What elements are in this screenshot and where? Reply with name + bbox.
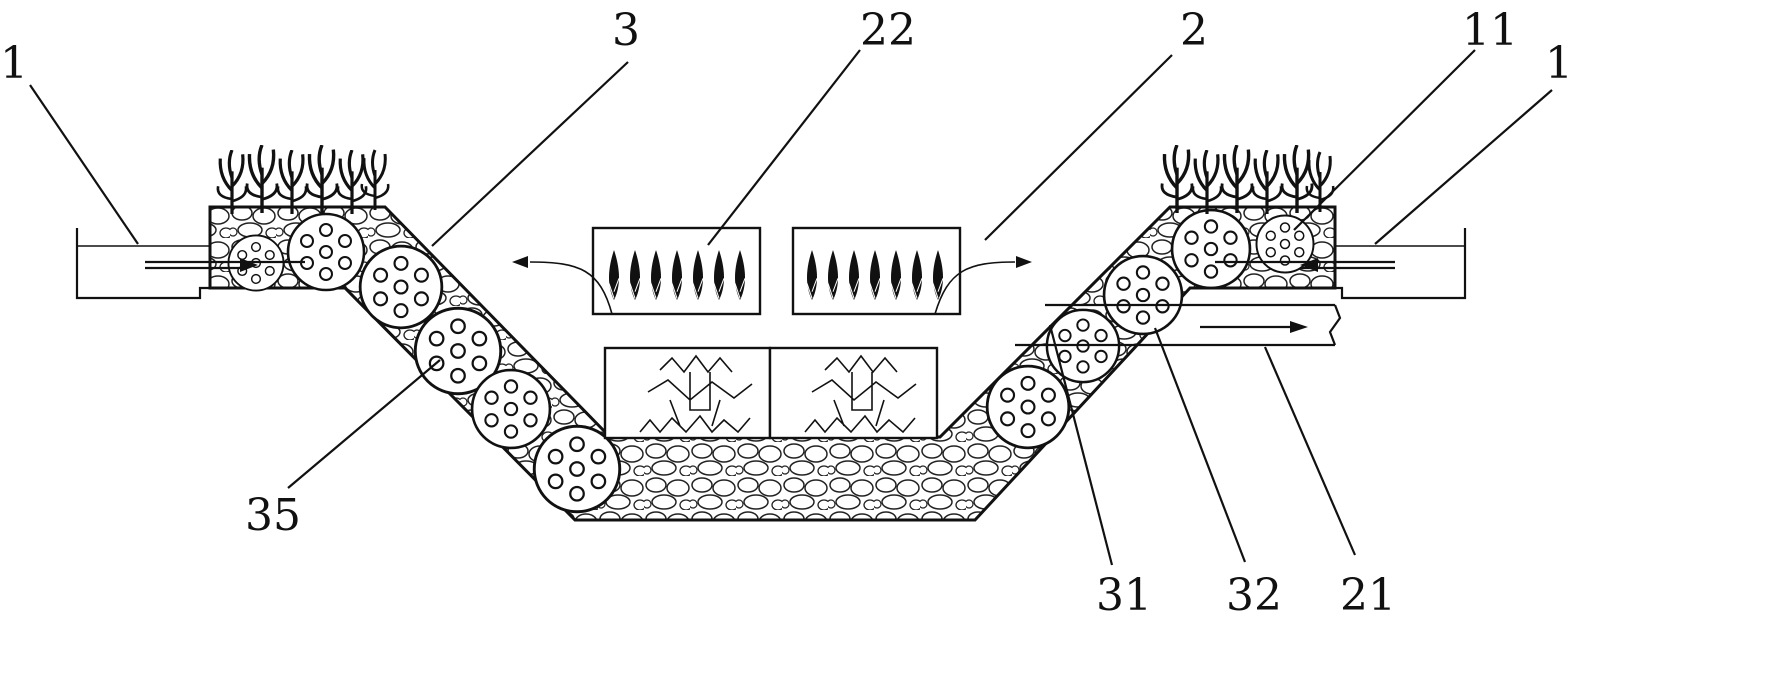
outlet-pipe-end	[1328, 304, 1342, 346]
filler-ball	[985, 364, 1071, 450]
label-35: 35	[245, 490, 301, 541]
anchor-rope-left	[529, 261, 613, 315]
label-22: 22	[860, 5, 916, 56]
leader-lines	[29, 49, 1553, 566]
filler-ball	[1170, 208, 1252, 290]
plant-icon	[305, 145, 339, 213]
left-inlet-arrow	[240, 258, 258, 272]
right-inlet-trough	[1335, 228, 1467, 300]
right-bank-plants	[1160, 145, 1335, 214]
submerged-plant-boxes	[603, 346, 939, 440]
label-21: 21	[1340, 570, 1396, 621]
plant-icon	[1191, 150, 1223, 214]
leader-1-left	[29, 84, 139, 245]
left-inlet	[75, 228, 305, 300]
submerged-plant-right	[804, 354, 917, 434]
anchor-arrow-right	[1016, 256, 1032, 268]
label-31: 31	[1096, 570, 1152, 621]
leader-31	[1048, 324, 1114, 566]
filler-ball	[1102, 254, 1184, 336]
filler-ball	[286, 212, 366, 292]
submerged-box-left	[603, 346, 772, 440]
plant-icon	[216, 150, 248, 214]
outlet-flow-arrow	[1290, 321, 1308, 333]
right-inlet-arrow	[1300, 258, 1318, 272]
leader-3	[431, 61, 629, 247]
leader-11	[1293, 49, 1476, 231]
label-11: 11	[1462, 5, 1518, 56]
anchor-arrow-left	[512, 256, 528, 268]
plant-icon	[245, 145, 279, 213]
plant-icon	[276, 150, 308, 214]
plant-icon	[1280, 145, 1314, 213]
left-inlet-trough	[75, 228, 210, 300]
leader-32	[1153, 327, 1247, 563]
plant-icon	[1220, 145, 1254, 213]
leader-21	[1263, 346, 1357, 556]
label-2: 2	[1180, 5, 1208, 56]
plant-icon	[1251, 150, 1283, 214]
anchor-rope-right	[934, 261, 1016, 315]
right-inlet	[1215, 228, 1467, 300]
label-3: 3	[612, 5, 640, 56]
plant-icon	[1160, 145, 1194, 213]
left-bank-plants	[216, 145, 390, 214]
label-32: 32	[1226, 570, 1282, 621]
leader-35	[287, 359, 441, 489]
plant-icon	[336, 150, 368, 214]
leader-2	[984, 54, 1173, 241]
submerged-plant-left	[639, 354, 753, 434]
plant-icon	[360, 148, 390, 212]
outlet-pipe	[1015, 303, 1342, 347]
submerged-box-right	[768, 346, 939, 440]
filler-ball	[358, 244, 444, 330]
floating-bed-right	[791, 226, 1032, 316]
label-1-right: 1	[1545, 38, 1573, 89]
reference-numerals: 1 3 22 2 11 1 35 31 32 21	[0, 5, 1573, 621]
filler-ball	[470, 368, 552, 450]
leader-1-right	[1374, 89, 1553, 245]
label-1-left: 1	[0, 38, 28, 89]
leader-22	[707, 49, 861, 246]
floating-bed-left	[512, 226, 762, 316]
